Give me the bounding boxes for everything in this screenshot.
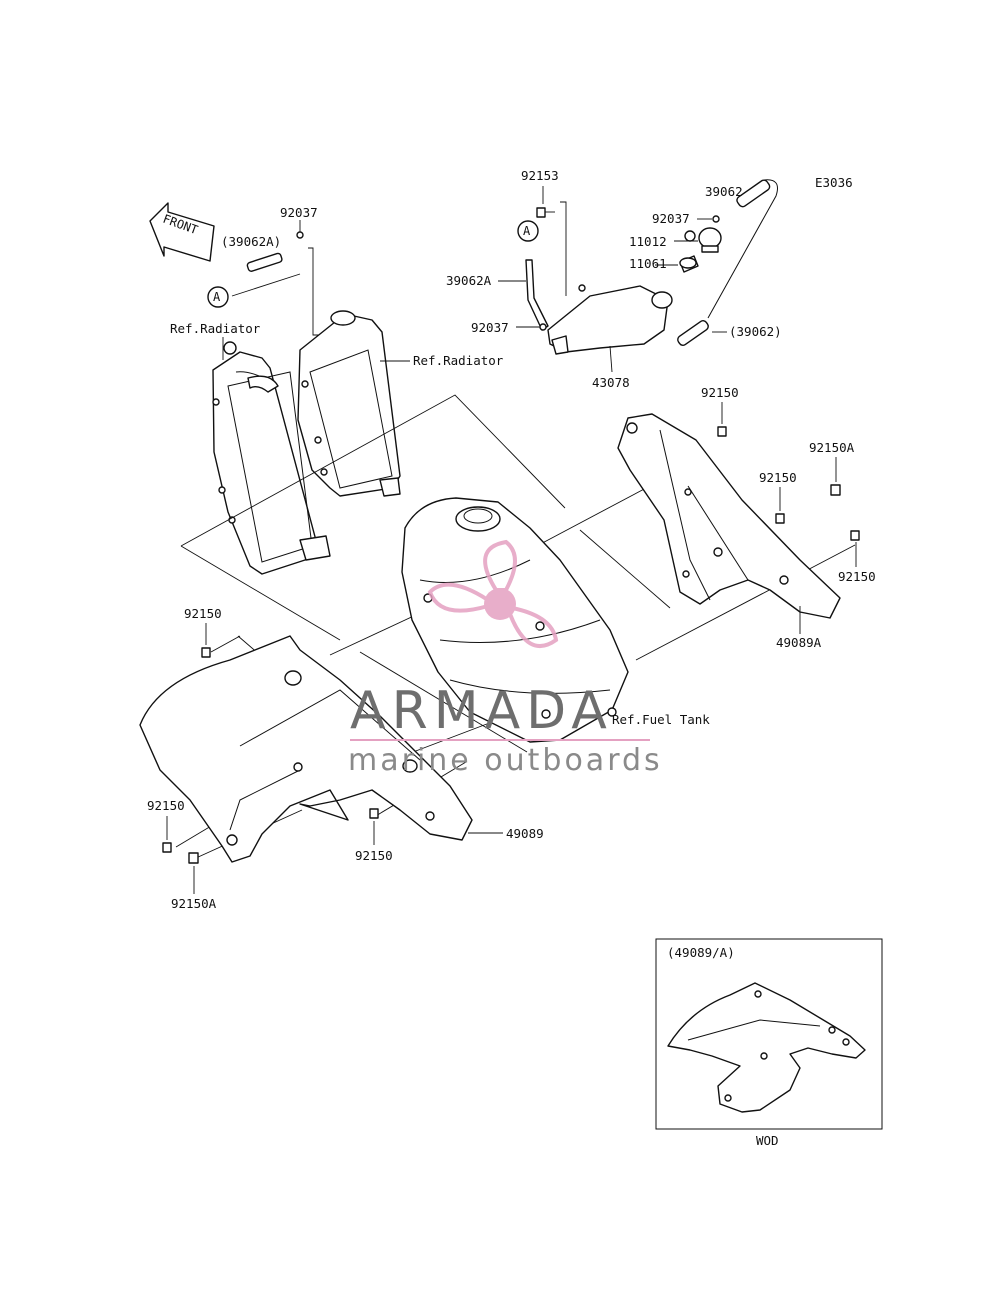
label-92150A-left: 92150A — [171, 896, 217, 911]
label-ref-radiator-right: Ref.Radiator — [413, 353, 504, 368]
inset-title: (49089/A) — [667, 945, 735, 960]
inset-caption: WOD — [756, 1133, 779, 1148]
watermark-brand: ARMADA — [350, 681, 613, 741]
hose-39062A-icon — [231, 220, 304, 297]
bolt-92150A-r-icon — [830, 484, 841, 496]
label-92150-r3: 92150 — [838, 569, 876, 584]
bolt-92150-l1-icon — [201, 647, 211, 658]
label-49089: 49089 — [506, 826, 544, 841]
label-49089A: 49089A — [776, 635, 822, 650]
label-92150-l2: 92150 — [147, 798, 185, 813]
label-39062A: 39062A — [446, 273, 492, 288]
bolt-92150-l2-icon — [162, 842, 172, 853]
label-92153: 92153 — [521, 168, 559, 183]
watermark-tagline: marine outboards — [348, 743, 663, 778]
svg-text:A: A — [523, 224, 531, 238]
label-39062A-paren: (39062A) — [221, 234, 281, 249]
inset-49089-variant — [655, 938, 883, 1130]
hose-39062-icon — [677, 179, 778, 346]
label-92150-center: 92150 — [355, 848, 393, 863]
armada-logo-icon — [427, 539, 559, 648]
diagram-code: E3036 — [815, 175, 853, 190]
cap-11012-icon — [698, 227, 722, 253]
reservoir-tank-icon — [547, 284, 673, 355]
label-11061: 11061 — [629, 256, 667, 271]
label-92037-top: 92037 — [280, 205, 318, 220]
hose-39062A-vertical-icon — [525, 259, 549, 331]
fuel-tank-icon — [401, 497, 629, 743]
label-92150A-right: 92150A — [809, 440, 855, 455]
label-ref-fuel-tank: Ref.Fuel Tank — [612, 712, 710, 727]
svg-text:A: A — [213, 290, 221, 304]
label-11012: 11012 — [629, 234, 667, 249]
shroud-49089A-icon — [617, 413, 841, 619]
fitting-11061-icon — [679, 230, 699, 273]
bolt-92150-r3-icon — [850, 530, 860, 541]
shroud-49089-icon — [139, 635, 473, 863]
label-39062-paren: (39062) — [729, 324, 782, 339]
callout-a-top: A — [517, 220, 539, 242]
callout-a-left: A — [207, 286, 229, 308]
label-ref-radiator-left: Ref.Radiator — [170, 321, 261, 336]
label-92037-right: 92037 — [652, 211, 690, 226]
label-92037-mid: 92037 — [471, 320, 509, 335]
front-arrow-icon: FRONT — [149, 202, 215, 262]
label-92150-r2: 92150 — [759, 470, 797, 485]
bolt-92150-r2-icon — [775, 513, 785, 524]
bolt-92150A-l-icon — [188, 852, 199, 864]
label-39062: 39062 — [705, 184, 743, 199]
bolt-92150-r1-icon — [717, 426, 727, 437]
label-92150-l1: 92150 — [184, 606, 222, 621]
label-43078: 43078 — [592, 375, 630, 390]
radiator-left-icon — [212, 341, 331, 575]
radiator-right-icon — [297, 310, 401, 497]
bolt-92153-icon — [536, 207, 555, 218]
bolt-92150-c-icon — [369, 808, 379, 819]
label-92150-r1: 92150 — [701, 385, 739, 400]
